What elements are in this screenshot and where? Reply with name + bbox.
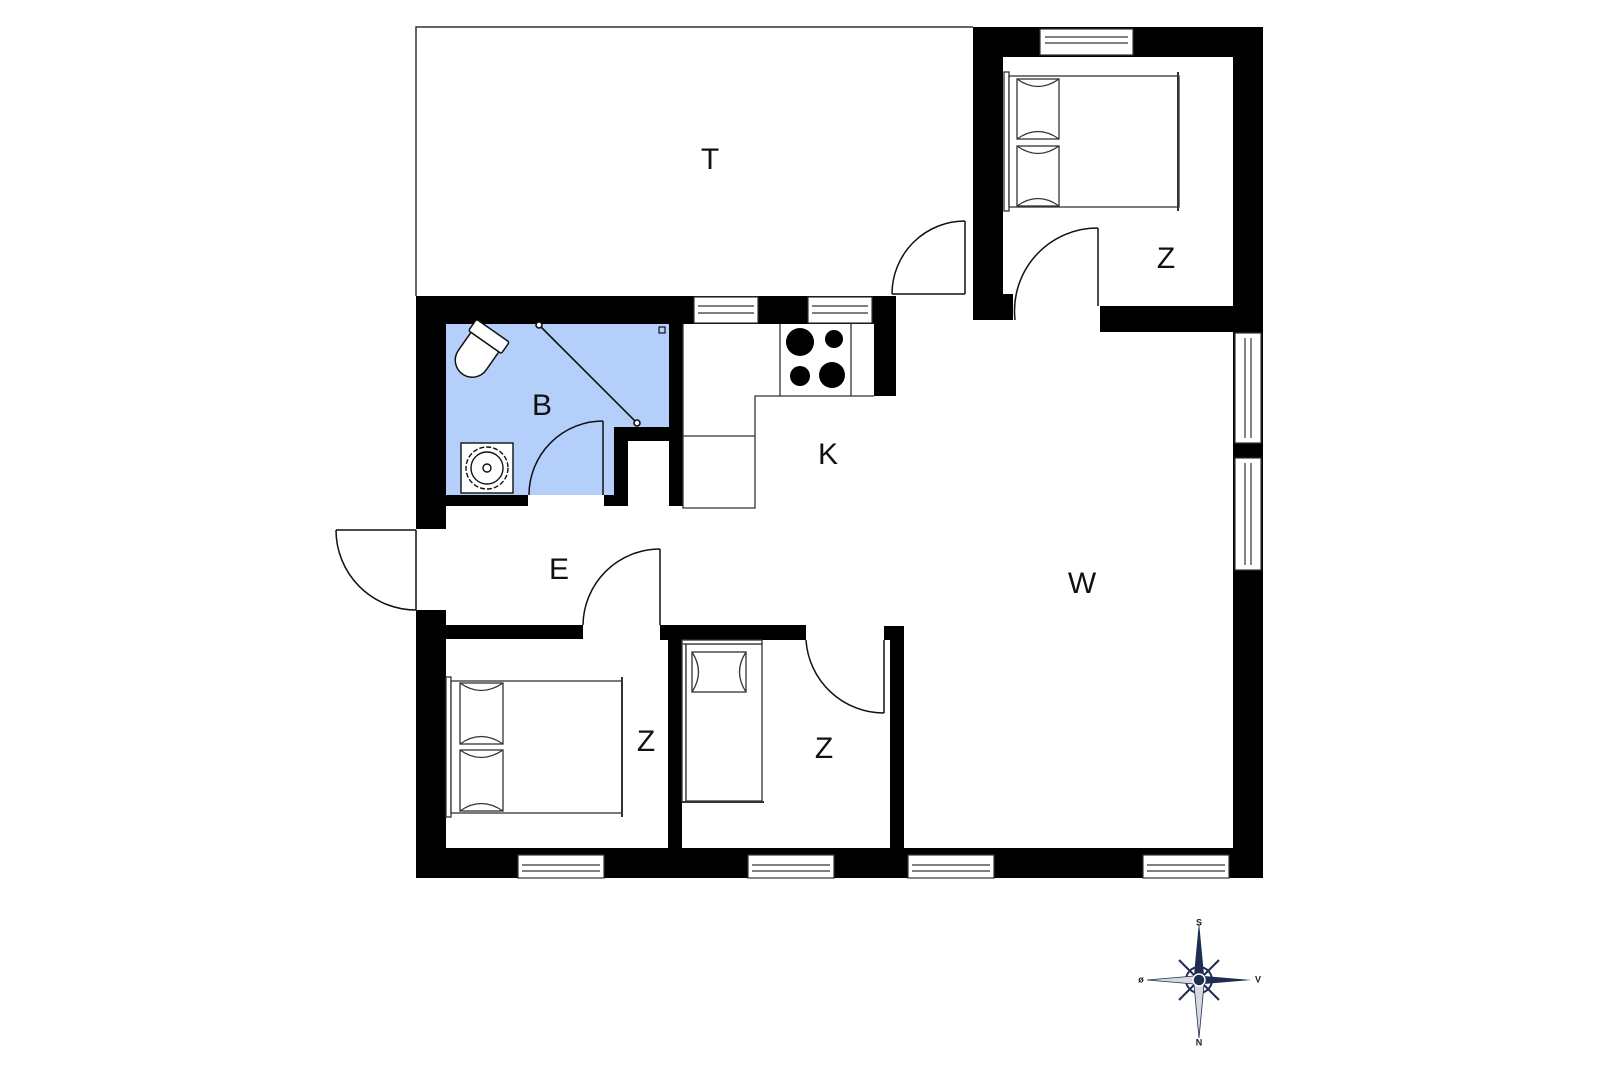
stove-icon: [786, 328, 845, 388]
kitchen-counters: [682, 324, 874, 509]
room-label-terrace: T: [700, 143, 720, 176]
compass-label-right: V: [1254, 974, 1262, 985]
windows: [517, 28, 1262, 879]
bed-double-icon: [445, 676, 623, 818]
doors: [335, 220, 1099, 714]
room-label-bath: B: [531, 389, 553, 422]
sink-icon: [460, 442, 514, 494]
room-label-bedroom-ne: Z: [1156, 242, 1176, 275]
room-label-entry: E: [548, 553, 570, 586]
room-label-bedroom-s: Z: [814, 732, 834, 765]
compass-icon: [1146, 922, 1251, 1039]
room-label-kitchen: K: [817, 438, 839, 471]
compass-label-bottom: N: [1195, 1037, 1203, 1048]
bed-single-icon: [681, 639, 764, 803]
toilet-icon: [454, 319, 510, 378]
bed-double-icon: [1003, 71, 1180, 212]
room-label-bedroom-sw: Z: [636, 725, 656, 758]
compass-label-left: ø: [1138, 974, 1144, 985]
terrace-outline: [415, 26, 973, 296]
room-label-living: W: [1067, 567, 1097, 600]
compass-label-top: S: [1195, 917, 1203, 928]
shower-screen-icon: [535, 321, 666, 427]
